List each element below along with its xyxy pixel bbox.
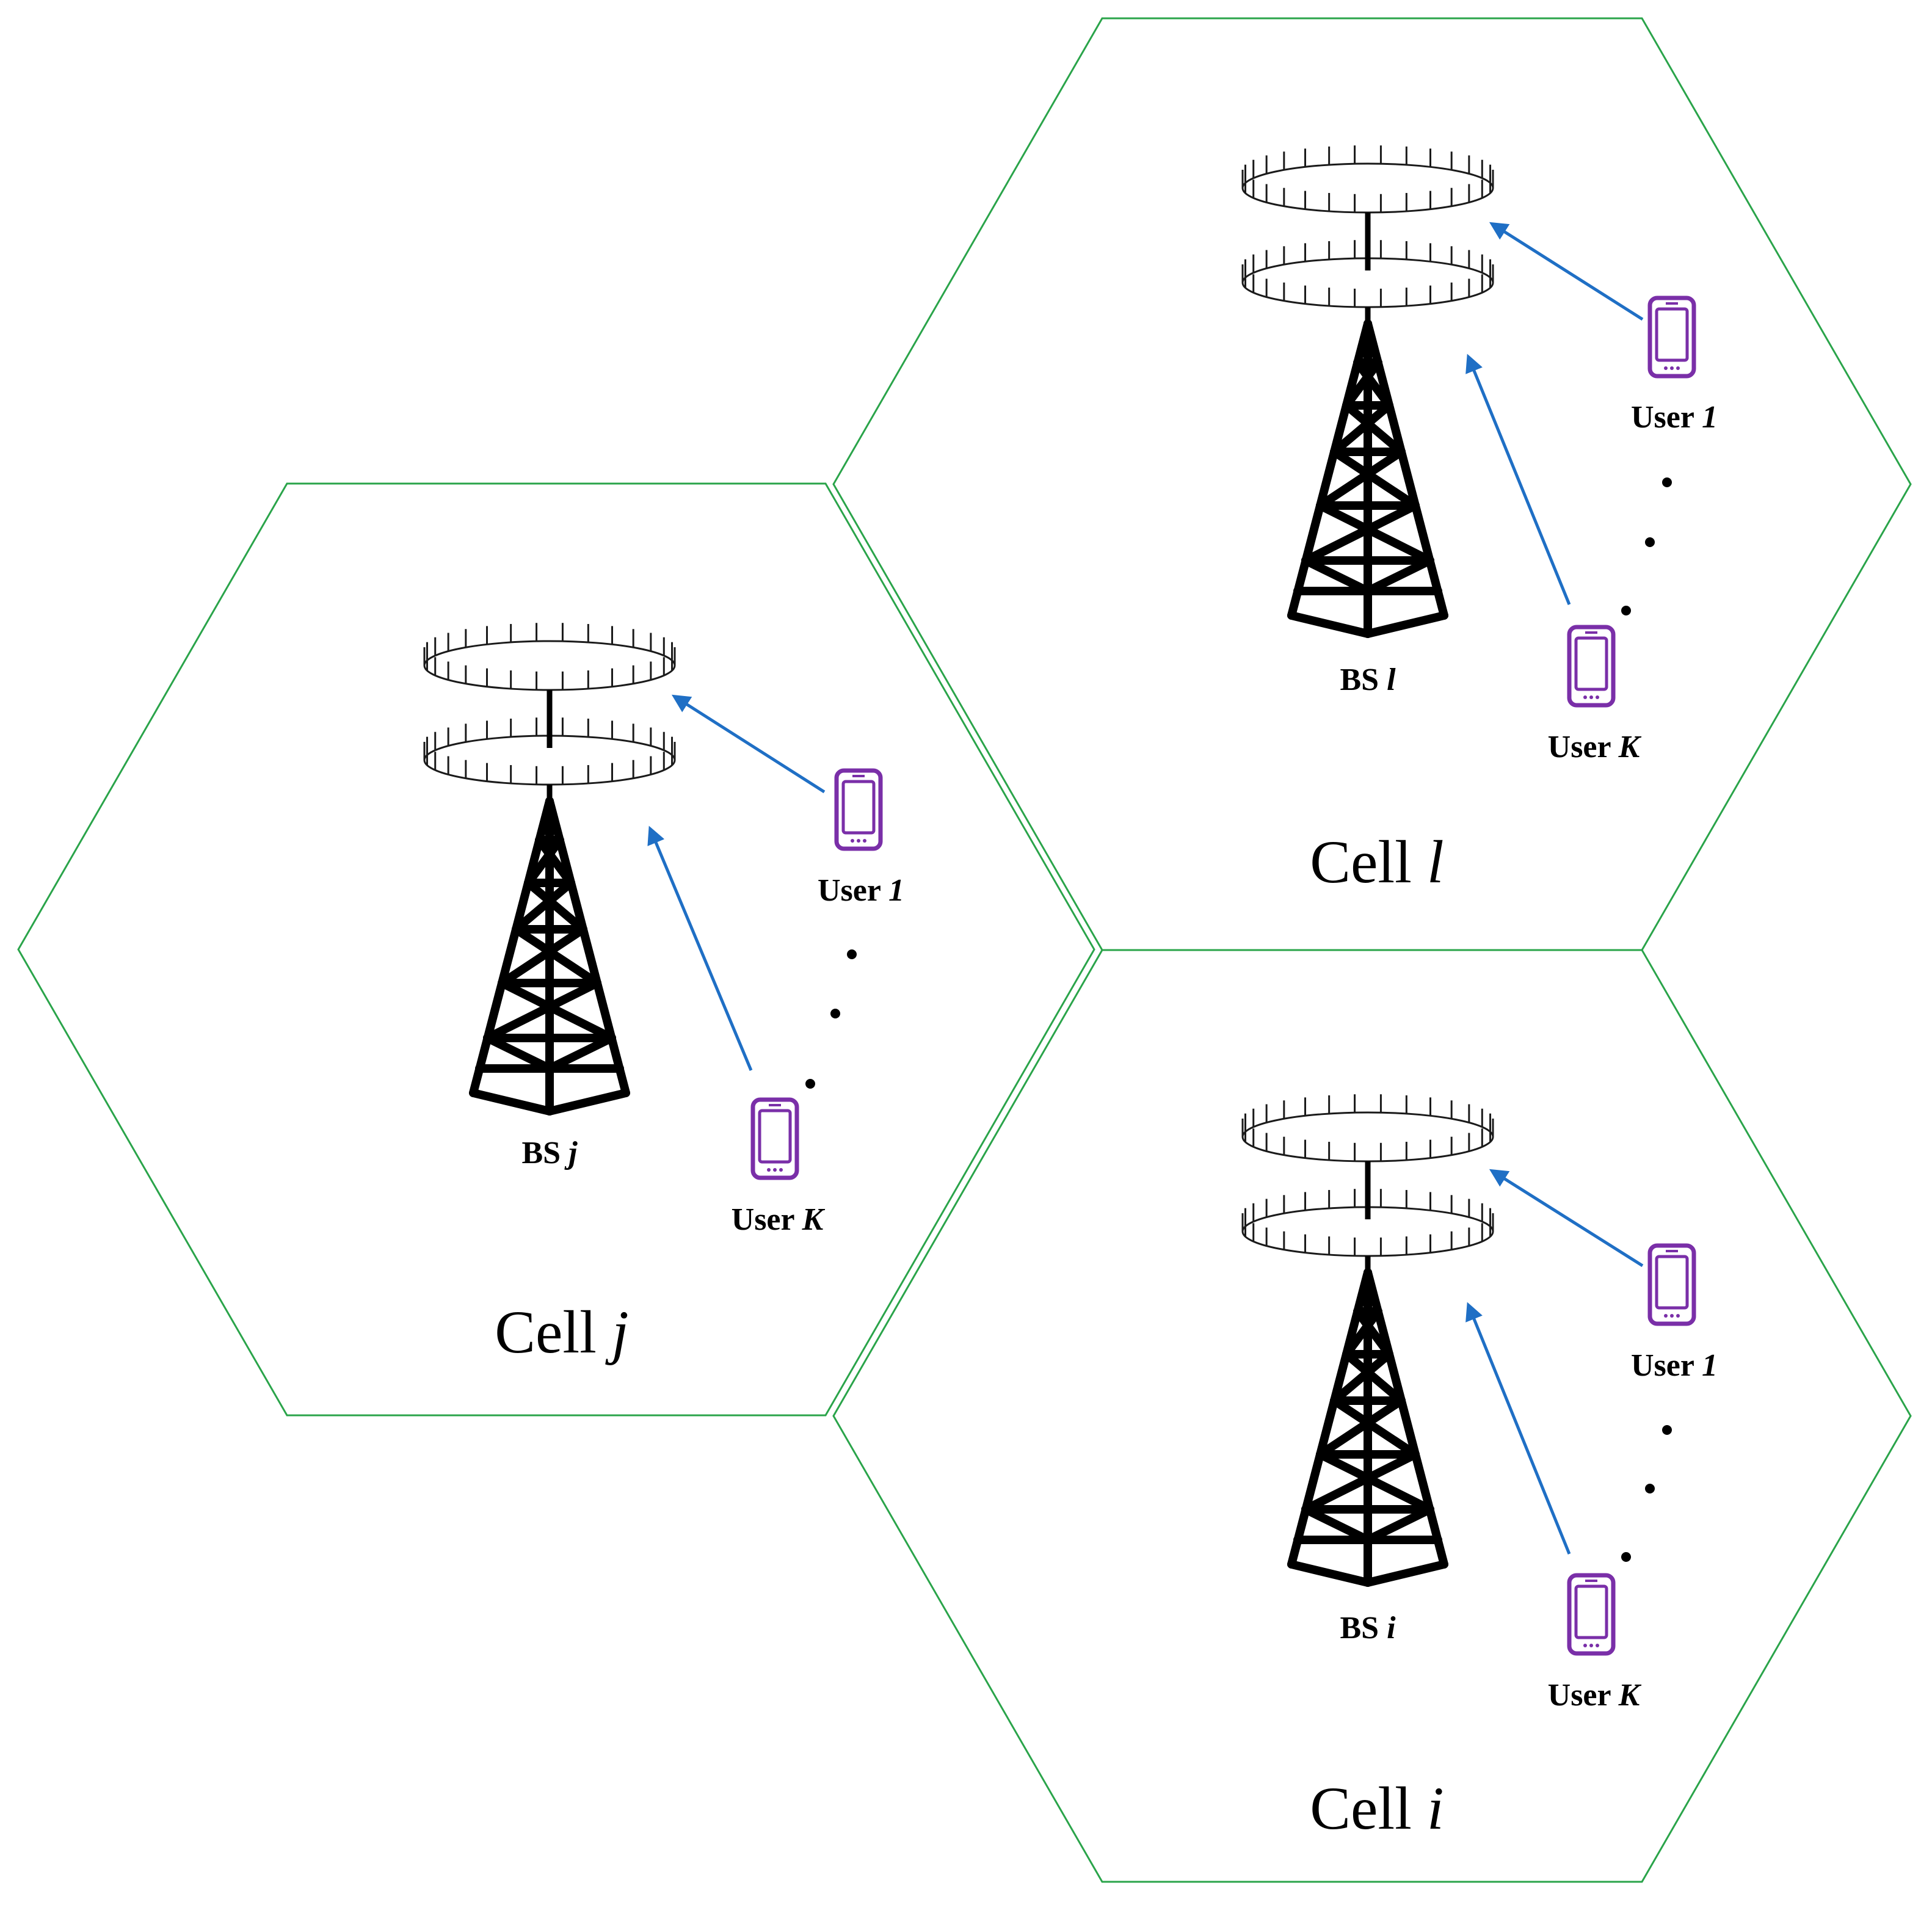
user-label-1-cell-l: User 1	[1631, 400, 1718, 435]
smartphone-icon	[1647, 296, 1696, 379]
ellipsis-dot	[1662, 1425, 1672, 1435]
ellipsis-dot	[1621, 606, 1631, 615]
uplink-arrow-user-1-cell-i	[1489, 1169, 1644, 1268]
uplink-arrow-user-k-cell-j	[647, 826, 753, 1071]
user-label-k-cell-i: User K	[1548, 1678, 1642, 1713]
cell-i: BS i User 1 User K Cell i	[1243, 1094, 1718, 1842]
base-station-i	[1243, 1094, 1493, 1583]
user-label-1-cell-i: User 1	[1631, 1348, 1718, 1383]
smartphone-icon	[750, 1097, 799, 1180]
cell-hexagon-j	[17, 482, 1095, 1417]
cell-l: BS l User 1 User K Cell l	[1243, 145, 1718, 896]
uplink-arrow-user-1-cell-j	[671, 694, 826, 794]
cell-label-j: Cell j	[495, 1298, 628, 1366]
ellipsis-dot	[1662, 477, 1672, 487]
cell-tower-icon	[1243, 164, 1493, 634]
cell-label-l: Cell l	[1310, 828, 1444, 896]
ellipsis-dot	[830, 1009, 840, 1018]
bs-label-i: BS i	[1340, 1611, 1396, 1646]
uplink-arrow-user-1-cell-l	[1489, 222, 1644, 321]
smartphone-icon	[1567, 1573, 1616, 1656]
base-station-l	[1243, 145, 1493, 634]
bs-label-l: BS l	[1340, 662, 1396, 697]
cell-label-i: Cell i	[1310, 1774, 1444, 1842]
cell-hexagon-i	[832, 949, 1912, 1883]
user-label-k-cell-j: User K	[732, 1202, 826, 1237]
ellipsis-dot	[1645, 537, 1655, 547]
cell-j: BS j User 1 User K Cell j	[424, 623, 904, 1366]
smartphone-icon	[834, 768, 883, 851]
uplink-arrow-user-k-cell-l	[1465, 354, 1571, 605]
smartphone-icon	[1647, 1243, 1696, 1326]
bs-label-j: BS j	[521, 1136, 578, 1170]
ellipsis-dot	[1621, 1552, 1631, 1562]
user-label-k-cell-l: User K	[1548, 730, 1642, 764]
user-label-1-cell-j: User 1	[818, 873, 904, 908]
smartphone-icon	[1567, 625, 1616, 708]
cell-tower-icon	[424, 641, 675, 1111]
base-station-j	[424, 623, 675, 1111]
ellipsis-dot	[1645, 1484, 1655, 1493]
ellipsis-dot	[847, 949, 857, 959]
ellipsis-dot	[805, 1079, 815, 1089]
uplink-arrow-user-k-cell-i	[1465, 1302, 1571, 1555]
cell-tower-icon	[1243, 1112, 1493, 1583]
